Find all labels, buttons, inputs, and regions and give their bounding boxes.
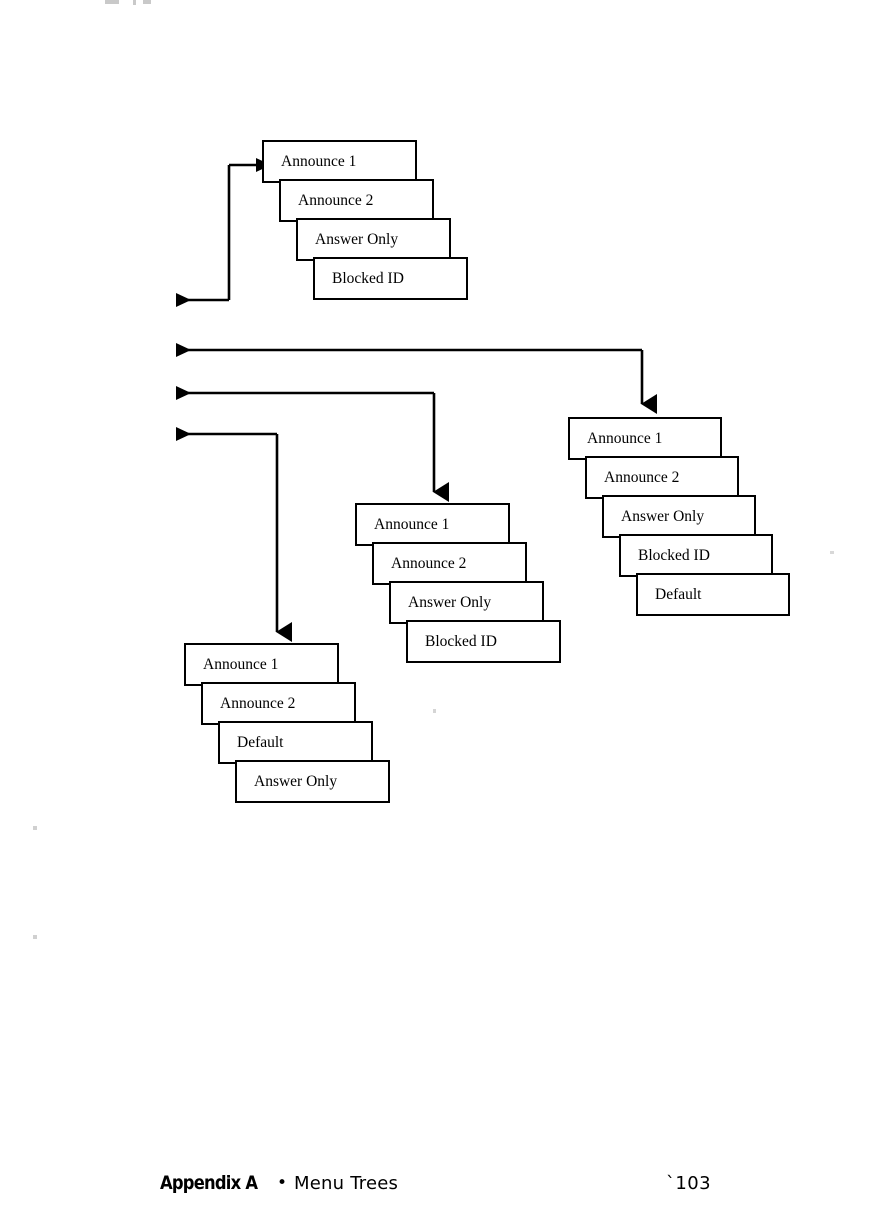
footer-subtitle-label: Menu Trees: [294, 1172, 399, 1194]
menu-box[interactable]: Announce 2: [201, 682, 356, 725]
menu-box-label: Answer Only: [254, 773, 338, 790]
scan-artifact: [830, 551, 834, 554]
menu-box-label: Announce 2: [391, 555, 467, 572]
menu-box-label: Announce 2: [604, 469, 680, 486]
menu-box[interactable]: Blocked ID: [313, 257, 468, 300]
scan-artifact: [33, 935, 37, 939]
scan-artifact: [433, 709, 436, 713]
menu-box[interactable]: Announce 1: [355, 503, 510, 546]
menu-box[interactable]: Announce 1: [262, 140, 417, 183]
menu-box-label: Announce 2: [220, 695, 296, 712]
menu-box-label: Default: [655, 586, 702, 603]
page-number: `103: [666, 1173, 711, 1194]
menu-box[interactable]: Blocked ID: [406, 620, 561, 663]
menu-box[interactable]: Announce 2: [585, 456, 739, 499]
menu-box-label: Blocked ID: [332, 270, 404, 287]
scan-artifact: [105, 0, 119, 4]
menu-box-label: Answer Only: [408, 594, 492, 611]
menu-box-label: Blocked ID: [638, 547, 710, 564]
menu-box[interactable]: Announce 1: [184, 643, 339, 686]
menu-box[interactable]: Answer Only: [296, 218, 451, 261]
menu-box-label: Answer Only: [315, 231, 399, 248]
footer-bullet-icon: •: [277, 1173, 288, 1193]
scan-artifact: [133, 0, 136, 5]
menu-box-label: Announce 1: [203, 656, 279, 673]
footer-title-group: Appendix A • Menu Trees: [160, 1172, 398, 1194]
menu-box-label: Announce 1: [587, 430, 663, 447]
menu-box-label: Blocked ID: [425, 633, 497, 650]
menu-box-label: Announce 1: [374, 516, 450, 533]
menu-box[interactable]: Answer Only: [235, 760, 390, 803]
menu-box-label: Default: [237, 734, 284, 751]
menu-box-label: Answer Only: [621, 508, 705, 525]
menu-box-label: Announce 2: [298, 192, 374, 209]
menu-box[interactable]: Announce 1: [568, 417, 722, 460]
menu-box[interactable]: Default: [636, 573, 790, 616]
menu-box[interactable]: Announce 2: [279, 179, 434, 222]
menu-box-label: Announce 1: [281, 153, 357, 170]
menu-box[interactable]: Answer Only: [389, 581, 544, 624]
scan-artifact: [143, 0, 151, 4]
page-footer: Appendix A • Menu Trees `103: [0, 1172, 888, 1206]
menu-box[interactable]: Answer Only: [602, 495, 756, 538]
menu-box[interactable]: Announce 2: [372, 542, 527, 585]
footer-appendix-label: Appendix A: [160, 1172, 258, 1194]
scan-artifact: [33, 826, 37, 830]
menu-box[interactable]: Default: [218, 721, 373, 764]
menu-box[interactable]: Blocked ID: [619, 534, 773, 577]
